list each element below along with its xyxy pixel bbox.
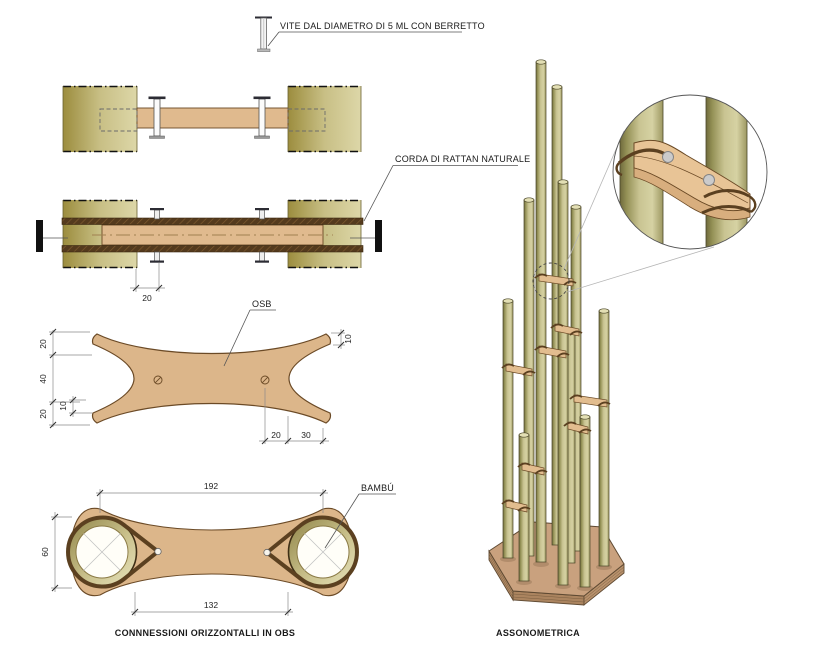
- hidden-bar-right: [287, 108, 326, 132]
- caption-right: ASSONOMETRICA: [496, 628, 580, 638]
- rattan-strap: [617, 148, 666, 165]
- bamboo-pole: [579, 414, 591, 588]
- dim-osb-bottom: 20 30: [259, 388, 329, 445]
- rattan-cord-bottom: [61, 245, 364, 253]
- screw-icon: [253, 96, 271, 139]
- dim-osb-left: 20 40 20: [38, 328, 92, 429]
- screw-hole-symbol: [153, 375, 270, 385]
- dim-text: 40: [38, 374, 48, 384]
- screw-head: [703, 174, 715, 186]
- osb-plan-view: OSB 20 40 20 10: [38, 299, 353, 445]
- screw-icon: [255, 16, 272, 52]
- rattan-note-label: CORDA DI RATTAN NATURALE: [395, 154, 530, 164]
- dim-text: 20: [38, 409, 48, 419]
- section-view: 20: [36, 199, 382, 303]
- bamboo-pole: [557, 179, 569, 586]
- osb-label: OSB: [252, 299, 272, 309]
- rattan-note-callout: CORDA DI RATTAN NATURALE: [363, 154, 530, 222]
- dim-text: 20: [142, 293, 152, 303]
- bamboo-plan-view: BAMBÚ 192 60 132: [40, 481, 396, 616]
- dim-osb-horn-left: 10: [58, 396, 92, 417]
- dim-text: 10: [58, 401, 68, 411]
- section-mark-left: [36, 220, 68, 252]
- bamboo-block-right: [288, 86, 361, 152]
- rattan-cord-loop-right: [265, 515, 359, 589]
- osb-connector-shape: [91, 333, 332, 424]
- callout-line: [566, 246, 715, 293]
- dim-text: 20: [38, 339, 48, 349]
- dim-text: 10: [343, 334, 353, 344]
- screw-icon: [148, 96, 166, 139]
- top-view: [62, 85, 362, 153]
- bamboo-pole: [535, 59, 547, 563]
- osb-connector-edge: [633, 167, 751, 221]
- dim-connector-inset: 20: [130, 263, 165, 303]
- osb-connector: [563, 421, 592, 435]
- structure-connectors: [501, 273, 611, 513]
- hidden-bar-left: [99, 108, 138, 132]
- dim-osb-horn-right: 10: [331, 329, 353, 349]
- rattan-strap: [703, 189, 750, 199]
- osb-connector: [550, 323, 583, 337]
- bamboo-section-right: [287, 516, 359, 588]
- screw-head: [154, 547, 162, 556]
- screw-leader-line: [267, 31, 280, 47]
- screw-head: [662, 151, 674, 163]
- osb-connector: [517, 462, 548, 476]
- dim-plan-diameter: 60: [40, 512, 72, 592]
- screw-head: [263, 548, 271, 557]
- axonometric-view: [488, 59, 768, 606]
- dim-text: 60: [40, 547, 50, 557]
- osb-connector: [501, 499, 531, 513]
- dim-text: 30: [301, 430, 311, 440]
- screw-note-callout: VITE DAL DIAMETRO DI 5 ML CON BERRETTO: [255, 16, 485, 52]
- bamboo-label: BAMBÚ: [361, 483, 394, 493]
- screw-icon: [150, 208, 164, 263]
- rattan-cord-top: [61, 217, 364, 225]
- dim-text: 132: [204, 600, 218, 610]
- bamboo-pole: [598, 308, 610, 567]
- caption-left: CONNNESSIONI ORIZZONTALLI IN OBS: [115, 628, 295, 638]
- rattan-strap: [701, 205, 752, 215]
- detail-callout: [612, 94, 768, 250]
- screw-icon: [255, 208, 269, 263]
- bamboo-pole: [502, 298, 514, 559]
- osb-connector: [534, 273, 577, 287]
- osb-connector: [501, 363, 536, 377]
- detail-marker-circle: [532, 262, 570, 300]
- bamboo-label-callout: BAMBÚ: [324, 483, 396, 549]
- dim-text: 20: [271, 430, 281, 440]
- osb-connector: [534, 345, 570, 359]
- dim-plan-overall: 192: [96, 481, 328, 513]
- dim-text: 192: [204, 481, 218, 491]
- screw-note-label: VITE DAL DIAMETRO DI 5 ML CON BERRETTO: [280, 21, 485, 31]
- callout-line: [563, 130, 625, 270]
- dim-plan-clear-span: 132: [131, 592, 293, 616]
- rattan-strap: [748, 194, 757, 213]
- osb-label-callout: OSB: [223, 299, 276, 367]
- rattan-strap: [615, 162, 623, 177]
- section-mark-right: [350, 220, 382, 252]
- rattan-cord-loop-left: [66, 515, 160, 589]
- osb-connector: [569, 394, 611, 408]
